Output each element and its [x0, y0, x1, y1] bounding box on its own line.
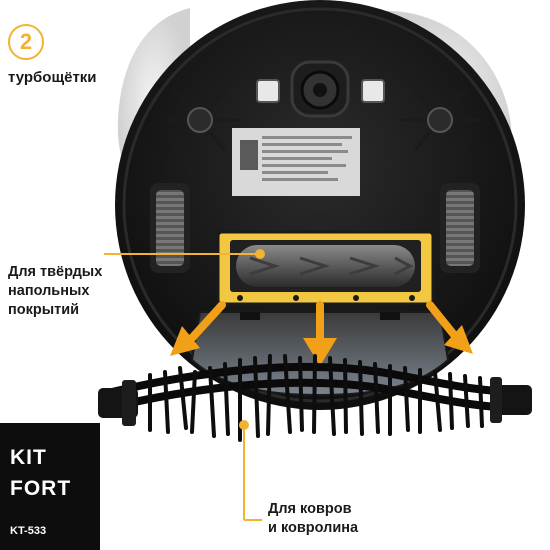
label-carpet-line2: и ковролина — [268, 520, 359, 536]
side-brush-hub-right — [400, 89, 480, 151]
arrow-center-icon — [303, 301, 337, 366]
label-hard-floors: Для твёрдых напольных покрытий — [8, 263, 102, 320]
drive-wheel-left — [150, 183, 190, 273]
label-hard-line3: покрытий — [8, 302, 80, 318]
roller-housing — [216, 230, 435, 306]
label-carpets: Для ковров и ковролина — [268, 500, 358, 538]
brand-name-line2: FORT — [10, 477, 72, 500]
cliff-sensor-left — [256, 79, 280, 103]
label-turbo-brushes: турбощётки — [8, 69, 97, 86]
brand-name-line1: KIT — [10, 446, 47, 469]
brand-logo-block: KIT FORT KT-533 — [0, 423, 100, 550]
drive-wheel-right — [440, 183, 480, 273]
cliff-sensor-right — [361, 79, 385, 103]
step-badge: 2 — [8, 24, 44, 60]
label-carpet-line1: Для ковров — [268, 501, 352, 517]
side-brush-hub-left — [165, 89, 240, 151]
label-hard-line2: напольных — [8, 283, 90, 299]
model-number: KT-533 — [10, 525, 47, 537]
arrow-right-icon — [426, 301, 473, 354]
arrow-left-icon — [170, 301, 226, 356]
bristle-brush — [98, 354, 532, 442]
label-hard-line1: Для твёрдых — [8, 264, 103, 280]
